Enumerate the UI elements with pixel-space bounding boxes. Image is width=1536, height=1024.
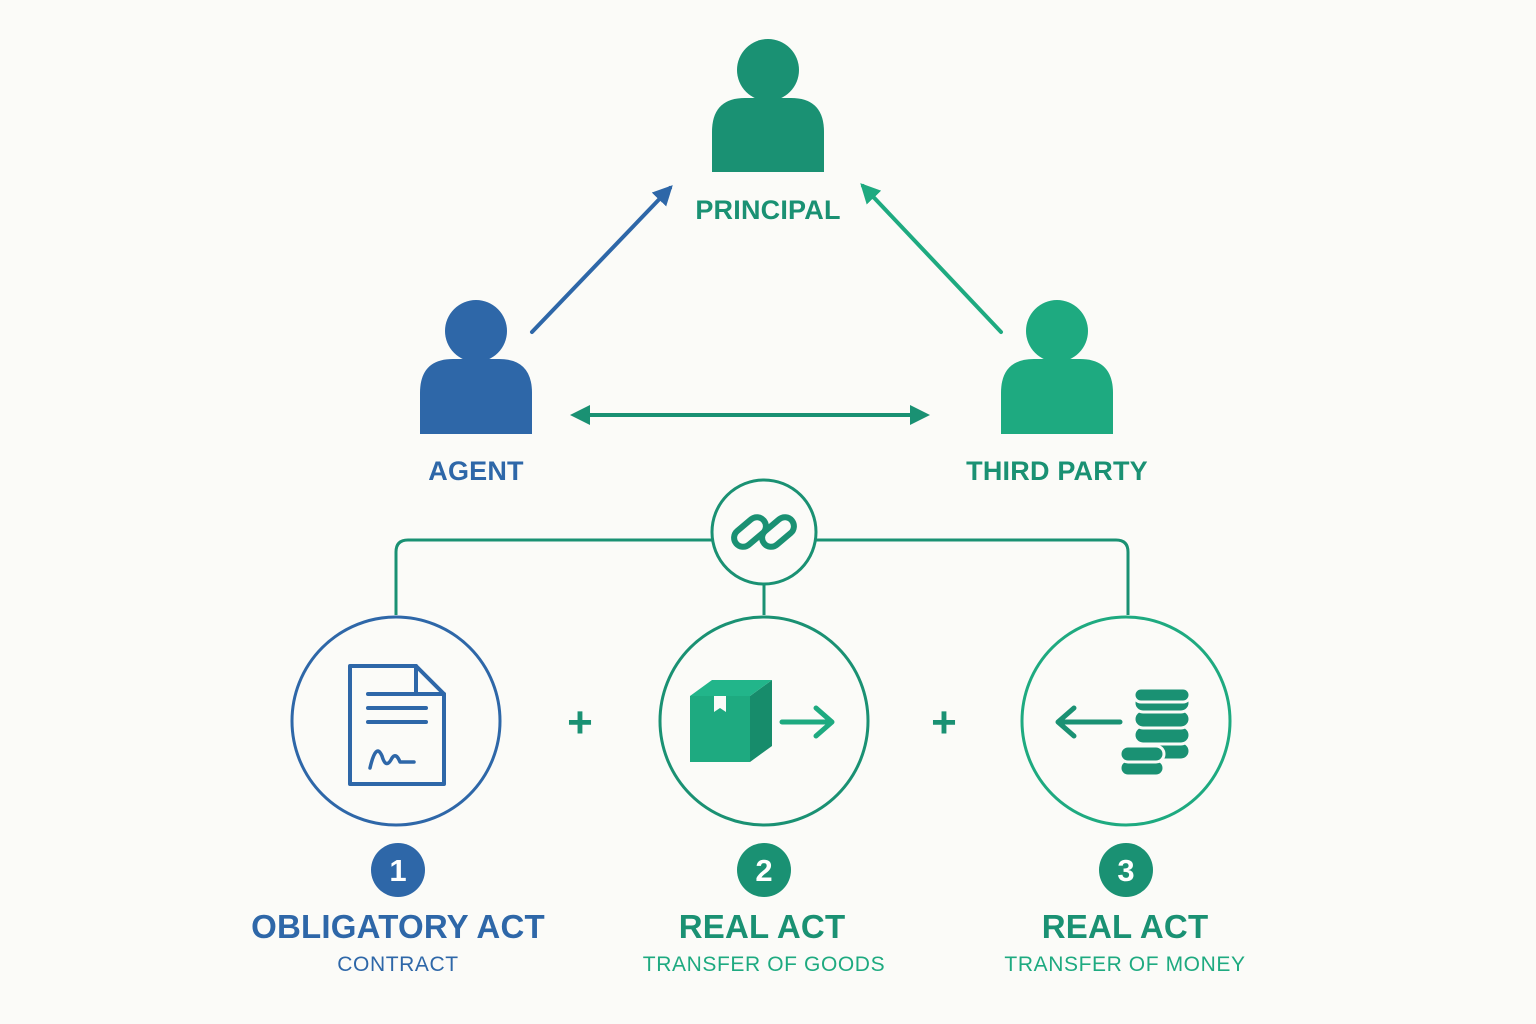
act-2-number-badge: [737, 843, 791, 897]
act-1-subtitle: CONTRACT: [337, 953, 459, 976]
third-party-to-principal-arrow: [860, 183, 1003, 334]
principal-person-icon: [712, 39, 824, 172]
act-3-number: 3: [1117, 853, 1134, 888]
third-party-label: THIRD PARTY: [966, 456, 1148, 486]
act-1-circle: [290, 615, 502, 827]
act-1-title: OBLIGATORY ACT: [251, 908, 545, 945]
act-2-title: REAL ACT: [678, 908, 846, 945]
act-3-number-badge: [1099, 843, 1153, 897]
act-2-subtitle: TRANSFER OF GOODS: [642, 953, 886, 976]
third-party-person-icon: [1001, 300, 1113, 434]
agent-person-icon: [420, 300, 532, 434]
act-2-circle: [658, 615, 870, 827]
plus-operator-1: +: [567, 698, 593, 747]
act-2-number: 2: [755, 853, 772, 888]
principal-label: PRINCIPAL: [695, 195, 841, 225]
agent-label: AGENT: [428, 456, 524, 486]
act-3-subtitle: TRANSFER OF MONEY: [1004, 953, 1246, 976]
coins-arrow-left-icon: [1055, 686, 1192, 778]
chain-link-icon: [731, 514, 797, 550]
box-arrow-right-icon: [690, 680, 835, 762]
act-3-circle: [1020, 615, 1232, 827]
act-1-number: 1: [389, 853, 406, 888]
connector-bracket: [394, 538, 1130, 615]
signed-document-icon: [348, 664, 446, 786]
plus-operator-2: +: [931, 698, 957, 747]
act-1-number-badge: [371, 843, 425, 897]
agent-to-principal-arrow: [530, 185, 673, 334]
act-3-title: REAL ACT: [1041, 908, 1209, 945]
